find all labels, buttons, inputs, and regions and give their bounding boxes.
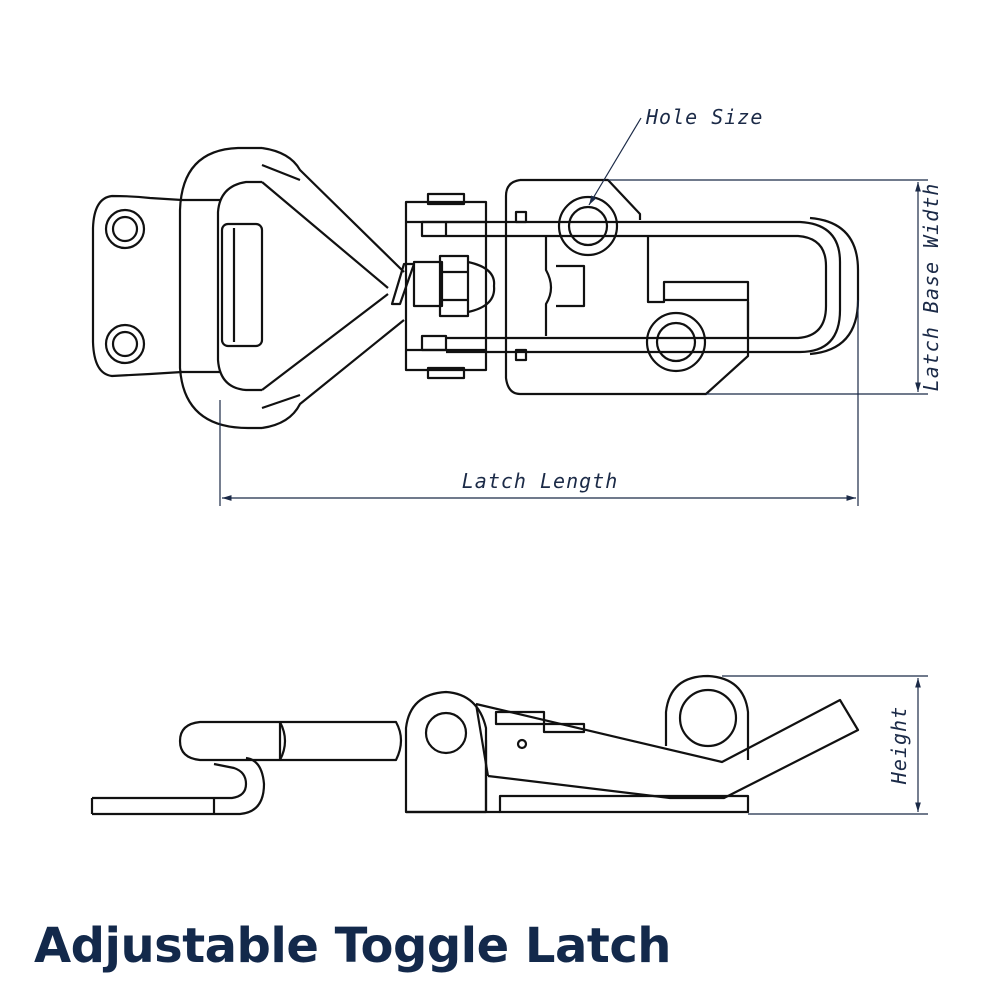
side-bail-pin bbox=[678, 688, 738, 748]
side-pivot bbox=[404, 690, 488, 814]
side-lever-arm bbox=[474, 698, 860, 800]
side-view bbox=[90, 674, 860, 816]
side-keeper bbox=[90, 720, 403, 816]
hole-size-leader bbox=[588, 117, 642, 206]
latch-base-width-label: Latch Base Width bbox=[919, 183, 943, 392]
height-label: Height bbox=[887, 706, 911, 785]
wire-bail bbox=[446, 216, 860, 356]
page-title: Adjustable Toggle Latch bbox=[34, 918, 671, 974]
keeper-hole-bottom bbox=[104, 323, 146, 365]
keeper-plate bbox=[91, 194, 183, 378]
keeper-hole-top bbox=[104, 208, 146, 250]
hole-size-label: Hole Size bbox=[645, 105, 763, 129]
pivot-pin bbox=[424, 711, 468, 755]
base-plate bbox=[504, 178, 750, 396]
top-view bbox=[91, 146, 860, 430]
hook-loop bbox=[178, 146, 405, 430]
side-base bbox=[406, 674, 750, 814]
lever-body bbox=[404, 192, 528, 380]
mounting-hole-bottom bbox=[645, 311, 707, 373]
mounting-hole-top bbox=[557, 195, 619, 257]
adjusting-rod bbox=[390, 254, 496, 318]
latch-length-label: Latch Length bbox=[462, 469, 619, 493]
adjusting-nut bbox=[438, 254, 470, 318]
dimensions bbox=[219, 117, 928, 815]
